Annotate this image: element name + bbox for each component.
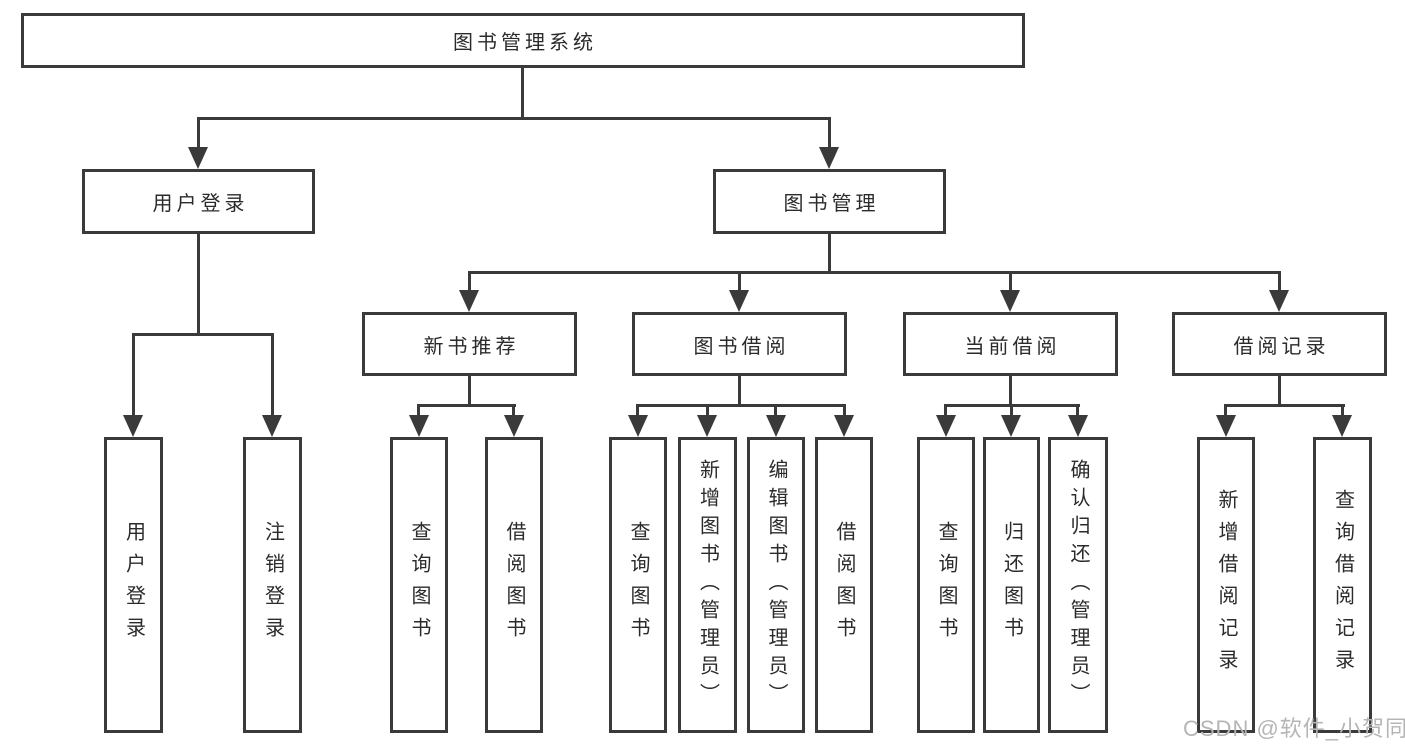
leaf-query-borrow-record: 查询借阅记录 xyxy=(1313,437,1372,733)
arrow-down-icon xyxy=(697,415,717,437)
node-book-borrow: 图书借阅 xyxy=(632,312,847,376)
connector-user-login-hline xyxy=(132,333,274,336)
connector-to-group xyxy=(1009,271,1012,292)
leaf-add-books-admin: 新增图书（管理员） xyxy=(678,437,737,733)
leaf-user-login: 用户登录 xyxy=(104,437,163,733)
leaf-recommend-query-books: 查询图书 xyxy=(390,437,448,733)
arrow-down-icon xyxy=(729,290,749,312)
connector-book-management-stub xyxy=(828,232,831,274)
arrow-down-icon xyxy=(1068,415,1088,437)
arrow-down-icon xyxy=(1001,415,1021,437)
node-label: 查询借阅记录 xyxy=(1331,489,1354,681)
connector-to-book-management xyxy=(828,117,831,150)
connector-group-hline xyxy=(1224,404,1345,407)
leaf-recommend-borrow-books: 借阅图书 xyxy=(485,437,543,733)
connector-user-login-stub xyxy=(197,232,200,336)
connector-to-user-login xyxy=(197,117,200,150)
node-root: 图书管理系统 xyxy=(21,13,1025,68)
connector-group-stub xyxy=(1009,374,1012,407)
connector-group-hline xyxy=(636,404,846,407)
node-new-book-recommend: 新书推荐 xyxy=(362,312,577,376)
leaf-current-query-books: 查询图书 xyxy=(917,437,975,733)
node-label: 借阅图书 xyxy=(503,521,525,649)
connector-group-hline xyxy=(417,404,516,407)
arrow-down-icon xyxy=(123,415,143,437)
node-label: 当前借阅 xyxy=(964,335,1061,358)
connector-leaf xyxy=(512,404,515,417)
leaf-confirm-return-admin: 确认归还（管理员） xyxy=(1048,437,1108,733)
leaf-logout: 注销登录 xyxy=(243,437,302,733)
arrow-down-icon xyxy=(766,415,786,437)
node-label: 用户登录 xyxy=(122,521,145,649)
connector-leaf xyxy=(1224,404,1227,417)
connector-to-group xyxy=(1278,271,1281,292)
connector-level1-hline xyxy=(197,117,831,120)
connector-to-group xyxy=(468,271,471,292)
connector-leaf xyxy=(774,404,777,417)
connector-leaf xyxy=(1076,404,1079,417)
connector-level2-hline xyxy=(468,271,1281,274)
connector-group-stub xyxy=(1278,374,1281,407)
arrow-down-icon xyxy=(504,415,524,437)
node-label: 用户登录 xyxy=(152,193,249,215)
connector-group-stub xyxy=(468,374,471,407)
connector-root-stub xyxy=(521,66,524,119)
node-label: 查询图书 xyxy=(408,521,430,649)
node-label: 新增借阅记录 xyxy=(1215,489,1237,681)
connector-leaf xyxy=(132,333,135,417)
arrow-down-icon xyxy=(1000,290,1020,312)
node-label: 确认归还（管理员） xyxy=(1067,459,1089,711)
connector-group-stub xyxy=(738,374,741,407)
arrow-down-icon xyxy=(1332,415,1352,437)
node-user-login: 用户登录 xyxy=(82,169,315,234)
arrow-down-icon xyxy=(819,147,839,169)
connector-to-group xyxy=(738,271,741,292)
node-label: 注销登录 xyxy=(261,521,284,649)
arrow-down-icon xyxy=(936,415,956,437)
leaf-borrow-books: 借阅图书 xyxy=(815,437,873,733)
node-label: 查询图书 xyxy=(627,521,649,649)
arrow-down-icon xyxy=(188,147,208,169)
arrow-down-icon xyxy=(459,290,479,312)
node-label: 新书推荐 xyxy=(423,335,520,358)
connector-leaf xyxy=(944,404,947,417)
arrow-down-icon xyxy=(834,415,854,437)
node-borrow-records: 借阅记录 xyxy=(1172,312,1387,376)
connector-leaf xyxy=(1010,404,1013,417)
connector-leaf xyxy=(271,333,274,417)
leaf-borrow-query-books: 查询图书 xyxy=(609,437,667,733)
arrow-down-icon xyxy=(1269,290,1289,312)
node-label: 查询图书 xyxy=(935,521,957,649)
node-label: 图书管理 xyxy=(783,193,880,215)
arrow-down-icon xyxy=(1216,415,1236,437)
connector-leaf xyxy=(636,404,639,417)
watermark: CSDN @软件_小贺同学 xyxy=(1183,716,1405,741)
node-label: 借阅记录 xyxy=(1233,335,1330,358)
node-current-borrow: 当前借阅 xyxy=(903,312,1118,376)
arrow-down-icon xyxy=(262,415,282,437)
arrow-down-icon xyxy=(409,415,429,437)
connector-leaf xyxy=(1341,404,1344,417)
connector-leaf xyxy=(843,404,846,417)
node-root-label: 图书管理系统 xyxy=(453,32,597,54)
node-label: 借阅图书 xyxy=(833,521,855,649)
node-book-management: 图书管理 xyxy=(713,169,946,234)
connector-leaf xyxy=(706,404,709,417)
leaf-add-borrow-record: 新增借阅记录 xyxy=(1197,437,1255,733)
leaf-return-books: 归还图书 xyxy=(983,437,1040,733)
arrow-down-icon xyxy=(628,415,648,437)
connector-leaf xyxy=(417,404,420,417)
node-label: 编辑图书（管理员） xyxy=(765,459,787,711)
node-label: 图书借阅 xyxy=(693,335,790,358)
node-label: 新增图书（管理员） xyxy=(696,459,719,711)
node-label: 归还图书 xyxy=(1000,521,1023,649)
leaf-edit-books-admin: 编辑图书（管理员） xyxy=(747,437,805,733)
